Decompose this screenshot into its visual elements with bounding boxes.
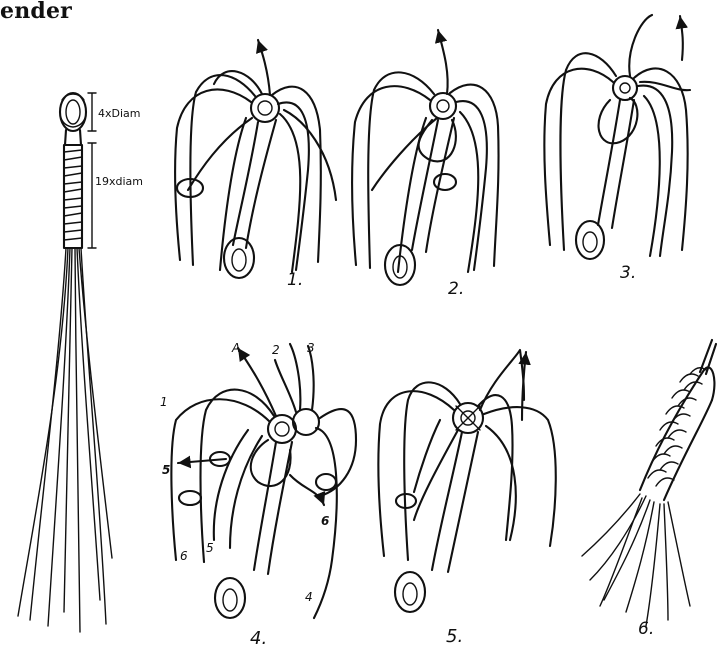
loop-dimension-label: 4xDiam: [98, 107, 141, 120]
step-2-label: 2.: [448, 279, 464, 299]
wrap-texture: [648, 368, 706, 486]
strand-3-label: 3: [307, 341, 315, 355]
step-3-label: 3.: [620, 263, 636, 283]
strand-A-label: A: [231, 341, 240, 355]
step-6-diagram: 6.: [582, 340, 716, 639]
wrap-dimension-label: 19xdiam: [95, 175, 143, 188]
step-6-label: 6.: [638, 619, 654, 639]
strand-6-label-right: 6: [321, 514, 329, 528]
strand-2-label: 2: [272, 343, 280, 357]
step-2-diagram: 2.: [352, 30, 499, 299]
loop-dimension-line: [88, 93, 96, 131]
step-1-diagram: 1.: [175, 40, 336, 290]
strand-5-label-bottom: 5: [206, 541, 214, 555]
step-4-diagram: A 2 3 1 5 5 6 6 4 4.: [160, 341, 356, 649]
wrapped-section: [64, 145, 82, 248]
wrap-dimension-line: [88, 143, 96, 248]
strand-4-label: 4: [305, 590, 313, 604]
step-1-label: 1.: [287, 270, 303, 290]
finished-lanyard: 4xDiam 19xdiam: [18, 93, 143, 632]
step-3-diagram: 3.: [544, 15, 690, 283]
lanyard-tails: [18, 248, 112, 632]
step-5-label: 5.: [446, 626, 463, 647]
strand-5-label-top: 5: [162, 463, 170, 477]
strand-6-label-bottom: 6: [180, 549, 188, 563]
step-6-tails: [582, 494, 690, 626]
step-5-diagram: 5.: [378, 350, 555, 647]
eye-loop: [60, 93, 86, 131]
strand-1-label: 1: [160, 395, 168, 409]
step-4-label: 4.: [250, 628, 267, 649]
